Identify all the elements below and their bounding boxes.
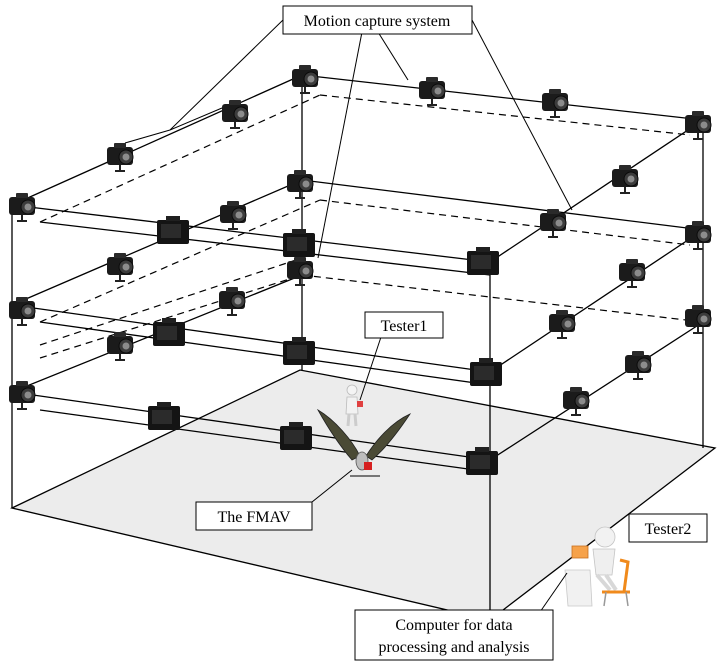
frame-posts [11, 75, 704, 620]
camera-icon [8, 192, 36, 222]
camera-icon [106, 142, 134, 172]
camera-icon [539, 208, 567, 238]
computer-label-line2: processing and analysis [378, 639, 529, 656]
camera-icon [286, 169, 314, 199]
motion-capture-label: Motion capture system [282, 5, 473, 35]
person-standing-icon [345, 384, 363, 427]
camera-icon [219, 200, 247, 230]
camera-icon [148, 402, 180, 430]
flapping-wing-vehicle-icon [316, 408, 412, 477]
floor-plane [10, 369, 717, 621]
tester1-label-text: Tester1 [381, 318, 428, 335]
camera-icon [624, 350, 652, 380]
tester1-label: Tester1 [364, 311, 444, 339]
camera-icon [8, 380, 36, 410]
camera-icon [106, 331, 134, 361]
camera-icon [548, 309, 576, 339]
camera-icon [684, 110, 712, 140]
motion-capture-label-text: Motion capture system [304, 13, 451, 30]
camera-icon [467, 247, 499, 275]
camera-icon [218, 286, 246, 316]
camera-icon [221, 99, 249, 129]
fmav-label: The FMAV [195, 501, 313, 531]
camera-icon [684, 220, 712, 250]
person-at-desk-icon [564, 526, 630, 607]
camera-icon [470, 358, 502, 386]
camera-icon [283, 229, 315, 257]
camera-icon [283, 337, 315, 365]
camera-icon [280, 422, 312, 450]
fmav-label-text: The FMAV [217, 509, 290, 526]
camera-icon [684, 304, 712, 334]
camera-icon [541, 88, 569, 118]
camera-icon [8, 296, 36, 326]
tester2-label: Tester2 [628, 513, 708, 543]
camera-icon [466, 447, 498, 475]
camera-icon [611, 164, 639, 194]
camera-icon [106, 252, 134, 282]
tester2-label-text: Tester2 [645, 521, 692, 538]
camera-array [8, 64, 712, 416]
camera-icon [291, 64, 319, 94]
middle-frame [11, 179, 704, 386]
camera-icon [286, 256, 314, 286]
computer-label: Computer for data processing and analysi… [354, 609, 554, 661]
camera-icon [418, 76, 446, 106]
top-frame [11, 74, 704, 276]
camera-icon [153, 318, 185, 346]
leader-lines [124, 19, 573, 613]
camera-icon [157, 216, 189, 244]
computer-label-line1: Computer for data [395, 617, 512, 634]
